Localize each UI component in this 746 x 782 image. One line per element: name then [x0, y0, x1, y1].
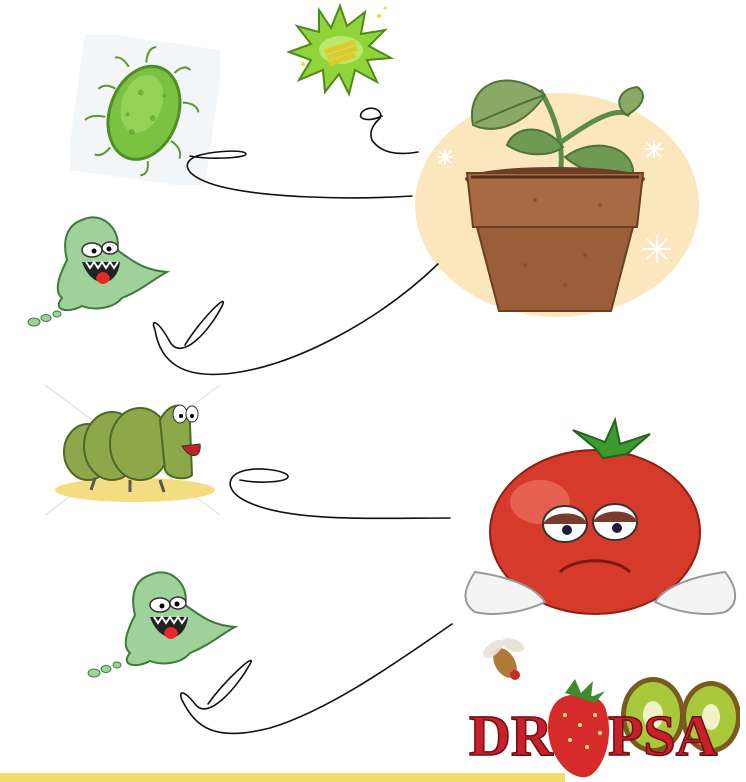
bottom-bar	[0, 773, 565, 782]
